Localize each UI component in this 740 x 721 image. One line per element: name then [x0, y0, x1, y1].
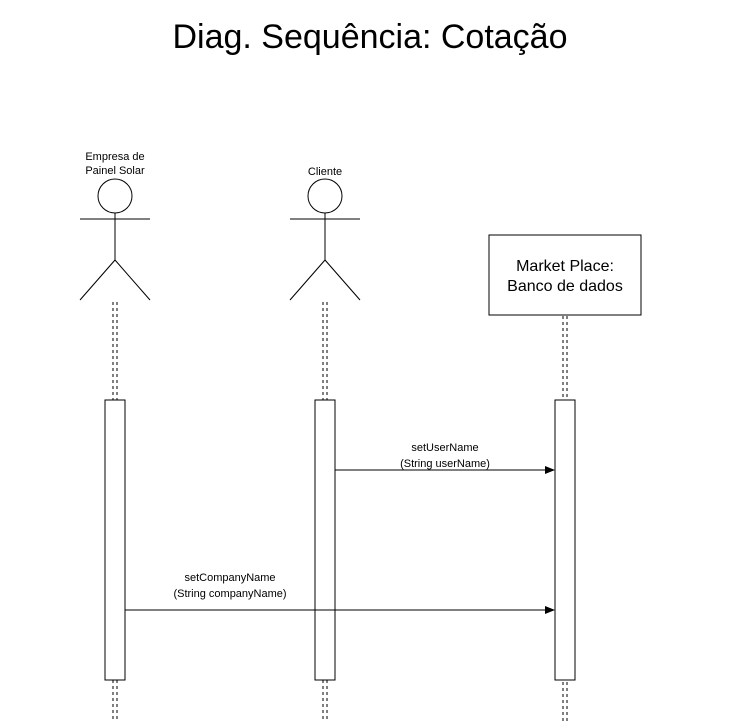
message-setusername-params: (String userName) — [400, 458, 490, 470]
message-setcompanyname: setCompanyName (String companyName) — [125, 572, 555, 614]
message-setcompanyname-name: setCompanyName — [184, 572, 275, 584]
actor-empresa: Empresa de Painel Solar — [79, 151, 151, 301]
stick-figure-icon — [289, 178, 361, 301]
activation-bar-empresa — [104, 399, 126, 681]
actor-empresa-label-line1: Empresa de — [85, 151, 144, 163]
activation-bar-cliente — [314, 399, 336, 681]
marketplace-label-line2: Banco de dados — [507, 278, 623, 295]
marketplace-box — [488, 234, 642, 316]
actor-cliente: Cliente — [289, 166, 361, 301]
marketplace-label-line1: Market Place: — [516, 258, 614, 275]
actor-cliente-label: Cliente — [308, 166, 342, 178]
message-setcompanyname-params: (String companyName) — [173, 588, 286, 600]
object-marketplace: Market Place: Banco de dados — [488, 234, 642, 316]
stick-figure-icon — [79, 178, 151, 301]
message-setusername: setUserName (String userName) — [335, 442, 555, 474]
actor-empresa-label-line2: Painel Solar — [85, 165, 145, 177]
activation-bar-marketplace — [554, 399, 576, 681]
message-setusername-name: setUserName — [411, 442, 478, 454]
diagram-title: Diag. Sequência: Cotação — [172, 18, 567, 56]
